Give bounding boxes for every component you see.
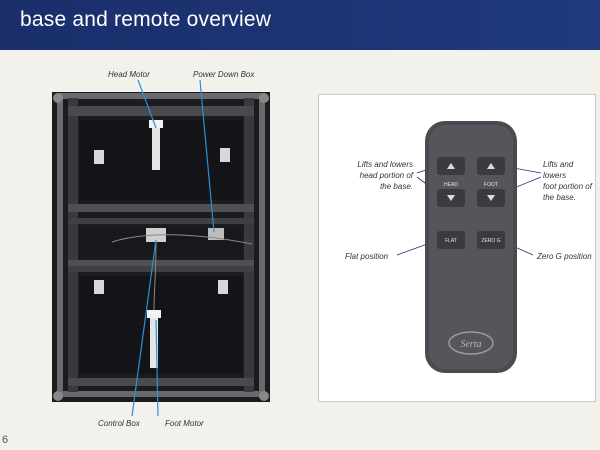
serta-logo: Serta	[448, 331, 494, 355]
zero-g-label: ZERO G	[481, 238, 500, 244]
note-foot-line-3: the base.	[543, 193, 576, 202]
note-head-line-2: head portion of	[359, 171, 413, 180]
callout-head-motor: Head Motor	[108, 70, 150, 79]
base-photo	[52, 92, 270, 402]
callout-power-down-box: Power Down Box	[193, 70, 255, 79]
page-title: base and remote overview	[20, 8, 272, 31]
arrow-up-icon	[447, 163, 455, 169]
arrow-up-icon	[487, 163, 495, 169]
remote-illustration: HEAD FOOT FLAT ZERO G Serta	[396, 121, 542, 373]
note-head-lift: Lifts and lowers head portion of the bas…	[331, 159, 413, 192]
note-flat: Flat position	[345, 252, 389, 261]
head-label: HEAD	[444, 182, 458, 188]
arrow-down-icon	[487, 195, 495, 201]
foot-label: FOOT	[484, 182, 498, 188]
callout-control-box: Control Box	[98, 419, 140, 428]
header-banner: base and remote overview	[0, 0, 600, 50]
bed-base-illustration	[52, 92, 270, 402]
note-foot-lift: Lifts and lowers foot portion of the bas…	[543, 159, 595, 203]
remote-panel: Lifts and lowers head portion of the bas…	[318, 94, 596, 402]
note-foot-line-2: foot portion of	[543, 182, 592, 191]
note-foot-line-1: Lifts and lowers	[543, 160, 574, 180]
flat-button[interactable]: FLAT	[437, 231, 465, 249]
head-down-button[interactable]	[437, 189, 465, 207]
callout-foot-motor: Foot Motor	[165, 419, 204, 428]
note-head-line-1: Lifts and lowers	[357, 160, 413, 169]
flat-label: FLAT	[445, 238, 457, 244]
head-up-button[interactable]	[437, 157, 465, 175]
page-number: 6	[2, 434, 9, 446]
zero-g-button[interactable]: ZERO G	[477, 231, 505, 249]
note-zero-g: Zero G position	[537, 252, 592, 261]
serta-logo-text: Serta	[460, 339, 481, 350]
note-head-line-3: the base.	[380, 182, 413, 191]
foot-up-button[interactable]	[477, 157, 505, 175]
arrow-down-icon	[447, 195, 455, 201]
foot-down-button[interactable]	[477, 189, 505, 207]
